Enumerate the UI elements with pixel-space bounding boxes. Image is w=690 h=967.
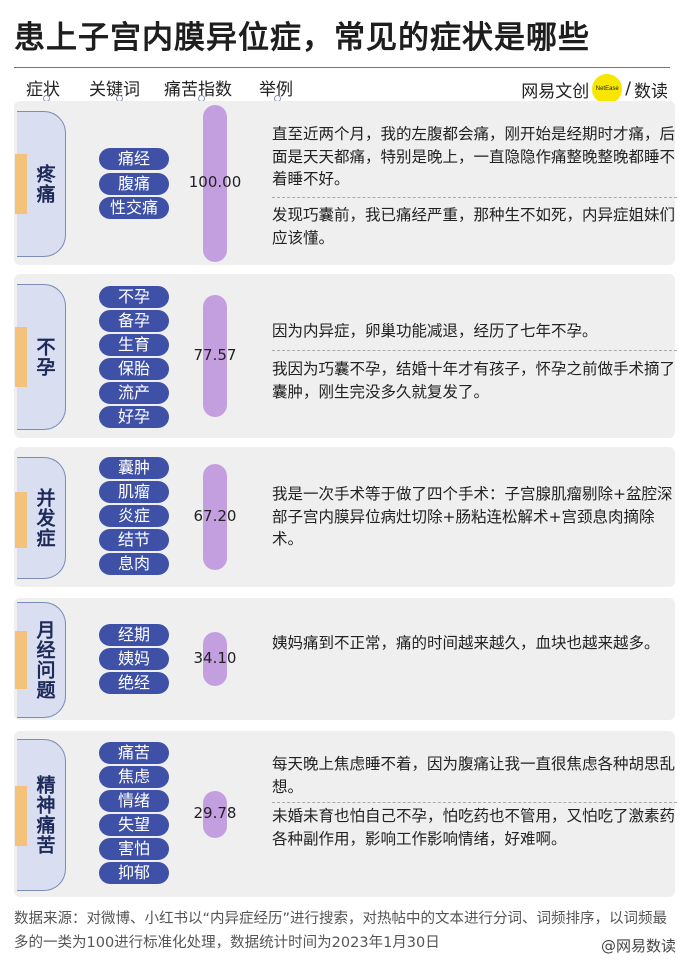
keyword-pill: 腹痛: [99, 173, 169, 195]
example-text: 姨妈痛到不正常，痛的时间越来越久，血块也越来越多。: [272, 634, 660, 652]
tab-accent: [15, 327, 27, 387]
symptom-tab: 月经问题: [15, 602, 66, 718]
symptom-card-menstrual: 月经问题 经期 姨妈 绝经 34.10 姨妈痛到不正常，痛的时间越来越久，血块也…: [14, 598, 675, 720]
keyword-pill: 性交痛: [99, 197, 169, 219]
index-value: 29.78: [193, 804, 237, 822]
symptom-label: 精神痛苦: [33, 775, 56, 855]
example-text: 我因为巧囊不孕，结婚十年才有孩子，怀孕之前做手术摘了囊肿，刚生完没多久就复发了。: [272, 360, 676, 401]
keyword-pill: 焦虑: [99, 766, 169, 788]
example-divider: [272, 802, 677, 803]
symptom-tab: 不孕: [15, 284, 66, 430]
data-source-note: 数据来源：对微博、小红书以“内异症经历”进行搜索，对热帖中的文本进行分词、词频排…: [14, 911, 668, 951]
keyword-pill: 痛经: [99, 148, 169, 170]
keyword-pill: 肌瘤: [99, 481, 169, 503]
symptom-label: 并发症: [33, 488, 56, 548]
index-value: 77.57: [193, 346, 237, 364]
example-text: 直至近两个月，我的左腹都会痛，刚开始是经期时才痛，后面是天天都痛，特别是晚上，一…: [272, 125, 676, 188]
symptom-card-pain: 疼痛 痛经 腹痛 性交痛 100.00 直至近两个月，我的左腹都会痛，刚开始是经…: [14, 101, 677, 265]
keyword-pill: 好孕: [99, 406, 169, 428]
symptom-tab: 疼痛: [15, 111, 66, 257]
symptom-tab: 精神痛苦: [15, 739, 66, 891]
keyword-pill: 备孕: [99, 310, 169, 332]
index-bar: [203, 105, 227, 262]
example-divider: [272, 350, 677, 351]
keyword-pill: 不孕: [99, 286, 169, 308]
symptom-card-complications: 并发症 囊肿 肌瘤 炎症 结节 息肉 67.20 我是一次手术等于做了四个手术：…: [14, 447, 675, 587]
keyword-pill: 绝经: [99, 672, 169, 694]
symptom-label: 月经问题: [33, 620, 56, 700]
index-bar: [203, 791, 227, 838]
header-index: 痛苦指数: [164, 80, 232, 100]
tab-accent: [15, 492, 27, 548]
keyword-pill: 痛苦: [99, 742, 169, 764]
header-examples: 举例: [259, 80, 293, 100]
symptom-card-mental: 精神痛苦 痛苦 焦虑 情绪 失望 害怕 抑郁 29.78 每天晚上焦虑睡不着，因…: [14, 731, 677, 897]
symptom-label: 不孕: [33, 337, 56, 377]
keyword-pill: 息肉: [99, 553, 169, 575]
title-divider: [14, 67, 670, 68]
keyword-pill: 害怕: [99, 838, 169, 860]
brand-logo: 网易文创 NetEase / 数读: [521, 74, 668, 104]
example-text: 发现巧囊前，我已痛经严重，那种生不如死，内异症姐妹们应该懂。: [272, 206, 676, 247]
keyword-pill: 情绪: [99, 790, 169, 812]
brand-sub: 数读: [634, 81, 668, 102]
brand-name: 网易文创: [521, 81, 590, 102]
index-bar: [203, 464, 227, 570]
index-value: 67.20: [193, 507, 237, 525]
keyword-pill: 抑郁: [99, 862, 169, 884]
example-text: 每天晚上焦虑睡不着，因为腹痛让我一直很焦虑各种胡思乱想。: [272, 755, 676, 796]
symptom-label: 疼痛: [33, 164, 56, 204]
page-title: 患上子宫内膜异位症，常见的症状是哪些: [14, 20, 590, 56]
index-value: 100.00: [188, 173, 242, 191]
keyword-pill: 经期: [99, 624, 169, 646]
example-text: 未婚未育也怕自己不孕，怕吃药也不管用，又怕吃了激素药各种副作用，影响工作影响情绪…: [272, 807, 676, 848]
header-keywords: 关键词: [89, 80, 140, 100]
index-bar: [203, 295, 227, 417]
symptom-tab: 并发症: [15, 457, 66, 579]
index-bar: [203, 632, 227, 686]
symptom-card-infertility: 不孕 不孕 备孕 生育 保胎 流产 好孕 77.57 因为内异症，卵巢功能减退，…: [14, 274, 677, 438]
keyword-pill: 炎症: [99, 505, 169, 527]
keyword-pill: 保胎: [99, 358, 169, 380]
keyword-pill: 失望: [99, 814, 169, 836]
netease-logo-icon: NetEase: [592, 74, 623, 104]
keyword-pill: 流产: [99, 382, 169, 404]
tab-accent: [15, 154, 27, 214]
keyword-pill: 结节: [99, 529, 169, 551]
example-divider: [272, 197, 677, 198]
example-text: 因为内异症，卵巢功能减退，经历了七年不孕。: [272, 322, 598, 340]
index-value: 34.10: [193, 649, 237, 667]
example-text: 我是一次手术等于做了四个手术：子宫腺肌瘤剔除+盆腔深部子宫内膜异位病灶切除+肠粘…: [272, 485, 673, 548]
keyword-pill: 生育: [99, 334, 169, 356]
keyword-pill: 姨妈: [99, 648, 169, 670]
brand-slash: /: [625, 79, 631, 99]
keyword-pill: 囊肿: [99, 457, 169, 479]
tab-accent: [15, 786, 27, 846]
tab-accent: [15, 631, 27, 689]
watermark: @网易数读: [600, 937, 676, 955]
header-symptom: 症状: [26, 80, 60, 100]
